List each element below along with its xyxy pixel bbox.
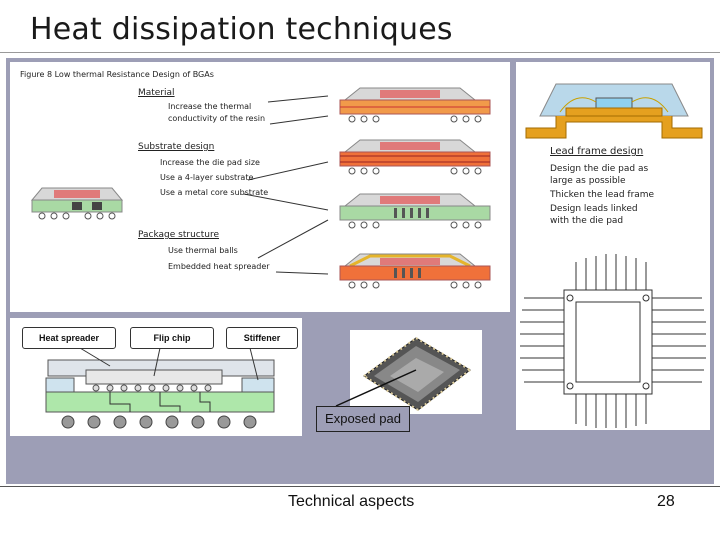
label-stiffener: Stiffener [226,327,298,349]
substrate-heading: Substrate design [138,142,215,152]
substrate-item: Increase the die pad size [160,158,260,167]
exposed-pad-figure [350,330,482,414]
flip-chip-figure [10,318,302,436]
footer-divider [0,486,720,487]
label-heat-spreader: Heat spreader [22,327,116,349]
package-item: Use thermal balls [168,246,238,255]
lead-frame-item: Design leads linked [550,204,638,214]
substrate-item: Use a metal core substrate [160,188,269,197]
lead-frame-item: Thicken the lead frame [550,190,655,200]
slide-title: Heat dissipation techniques [30,12,453,47]
lead-frame-item: with the die pad [550,216,624,226]
lead-frame-cross-section [525,83,703,139]
pointer-arrows [243,95,329,275]
lead-frame-top-view [520,254,706,428]
bga-figure: Figure 8 Low thermal Resistance Design o… [10,62,510,312]
lead-frame-item: large as possible [550,176,626,186]
lead-frame-item: Design the die pad as [550,164,649,174]
flip-chip-diagram [45,347,275,429]
bga-diagrams [30,87,491,289]
substrate-item: Use a 4-layer substrate [160,173,254,182]
package-substrate [339,139,491,175]
footer-text: Technical aspects [288,493,415,510]
package-material [339,87,491,123]
lead-frame-diagrams [520,83,706,428]
label-flip-chip: Flip chip [130,327,214,349]
material-item: conductivity of the resin [168,114,266,123]
package-heat-spreader [339,253,491,289]
package-item: Embedded heat spreader [168,262,270,271]
exposed-pad-diagram [363,337,471,411]
base-package [30,187,124,220]
material-heading: Material [138,88,175,98]
page-number: 28 [657,493,675,510]
lead-frame-figure: Lead frame design Design the die pad as … [516,62,710,430]
lead-frame-heading: Lead frame design [550,146,644,157]
figure-caption: Figure 8 Low thermal Resistance Design o… [20,70,214,79]
exposed-pad-label: Exposed pad [316,406,410,432]
package-thermal-balls [339,193,491,229]
title-divider [0,52,720,53]
material-item: Increase the thermal [168,102,252,111]
package-heading: Package structure [138,230,220,240]
